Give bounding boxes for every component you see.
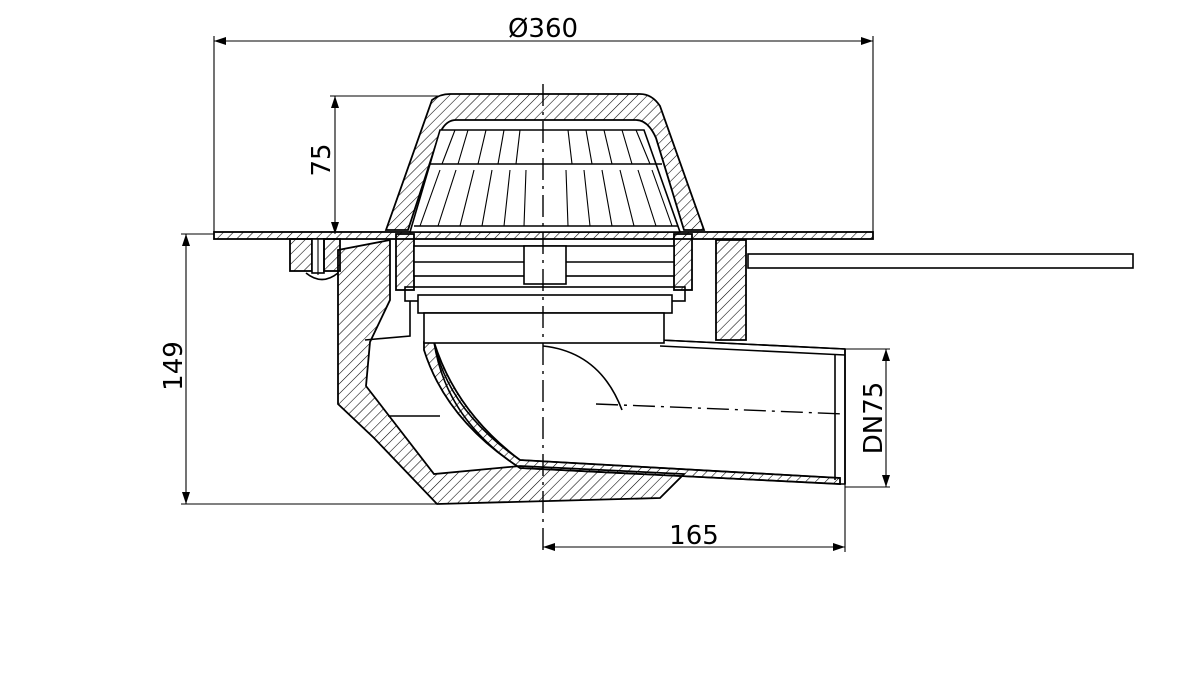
gravel-guard — [384, 93, 706, 233]
clamping-ring — [395, 233, 693, 344]
total-height-dimension: 149 — [159, 233, 440, 505]
outlet-length-label: 165 — [669, 521, 719, 551]
total-height-label: 149 — [159, 341, 189, 391]
grate-height-label: 75 — [307, 143, 337, 176]
diameter-label: Ø360 — [508, 14, 578, 44]
grate-height-dimension: 75 — [307, 95, 440, 234]
outlet-length-dimension: 165 — [543, 484, 846, 552]
diameter-dimension: Ø360 — [213, 14, 874, 234]
outlet-size-dimension: DN75 — [845, 348, 890, 488]
outlet-size-label: DN75 — [859, 382, 889, 455]
clamp-bolt — [289, 238, 341, 281]
outlet-pipe — [423, 339, 846, 485]
